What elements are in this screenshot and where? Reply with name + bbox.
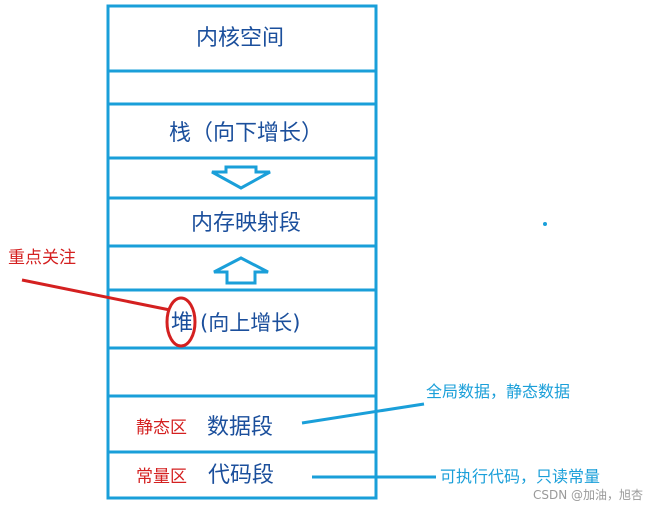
data-segment-note: 全局数据，静态数据: [426, 382, 570, 401]
heap-growth-label: (向上增长): [200, 311, 300, 335]
segment-dividers: [108, 69, 376, 454]
mmap-label: 内存映射段: [191, 211, 301, 236]
watermark: CSDN @加油，旭杏: [533, 488, 643, 502]
focus-annotation: 重点关注: [8, 248, 76, 268]
heap-highlight-circle: [165, 296, 197, 348]
data-note-pointer: [301, 402, 425, 425]
static-area-label: 静态区: [136, 418, 187, 438]
focus-pointer-line: [21, 278, 171, 312]
arrow-down-icon: [211, 165, 271, 190]
code-segment-note: 可执行代码，只读常量: [440, 467, 600, 486]
const-area-label: 常量区: [136, 467, 187, 487]
stray-dot: [543, 222, 547, 226]
data-segment-label: 数据段: [207, 415, 273, 440]
stack-label: 栈（向下增长）: [169, 121, 323, 146]
memory-column: [106, 4, 378, 500]
kernel-space-label: 内核空间: [196, 26, 284, 51]
heap-label: 堆: [171, 311, 193, 336]
arrow-up-icon: [213, 256, 269, 285]
code-segment-label: 代码段: [208, 463, 274, 488]
